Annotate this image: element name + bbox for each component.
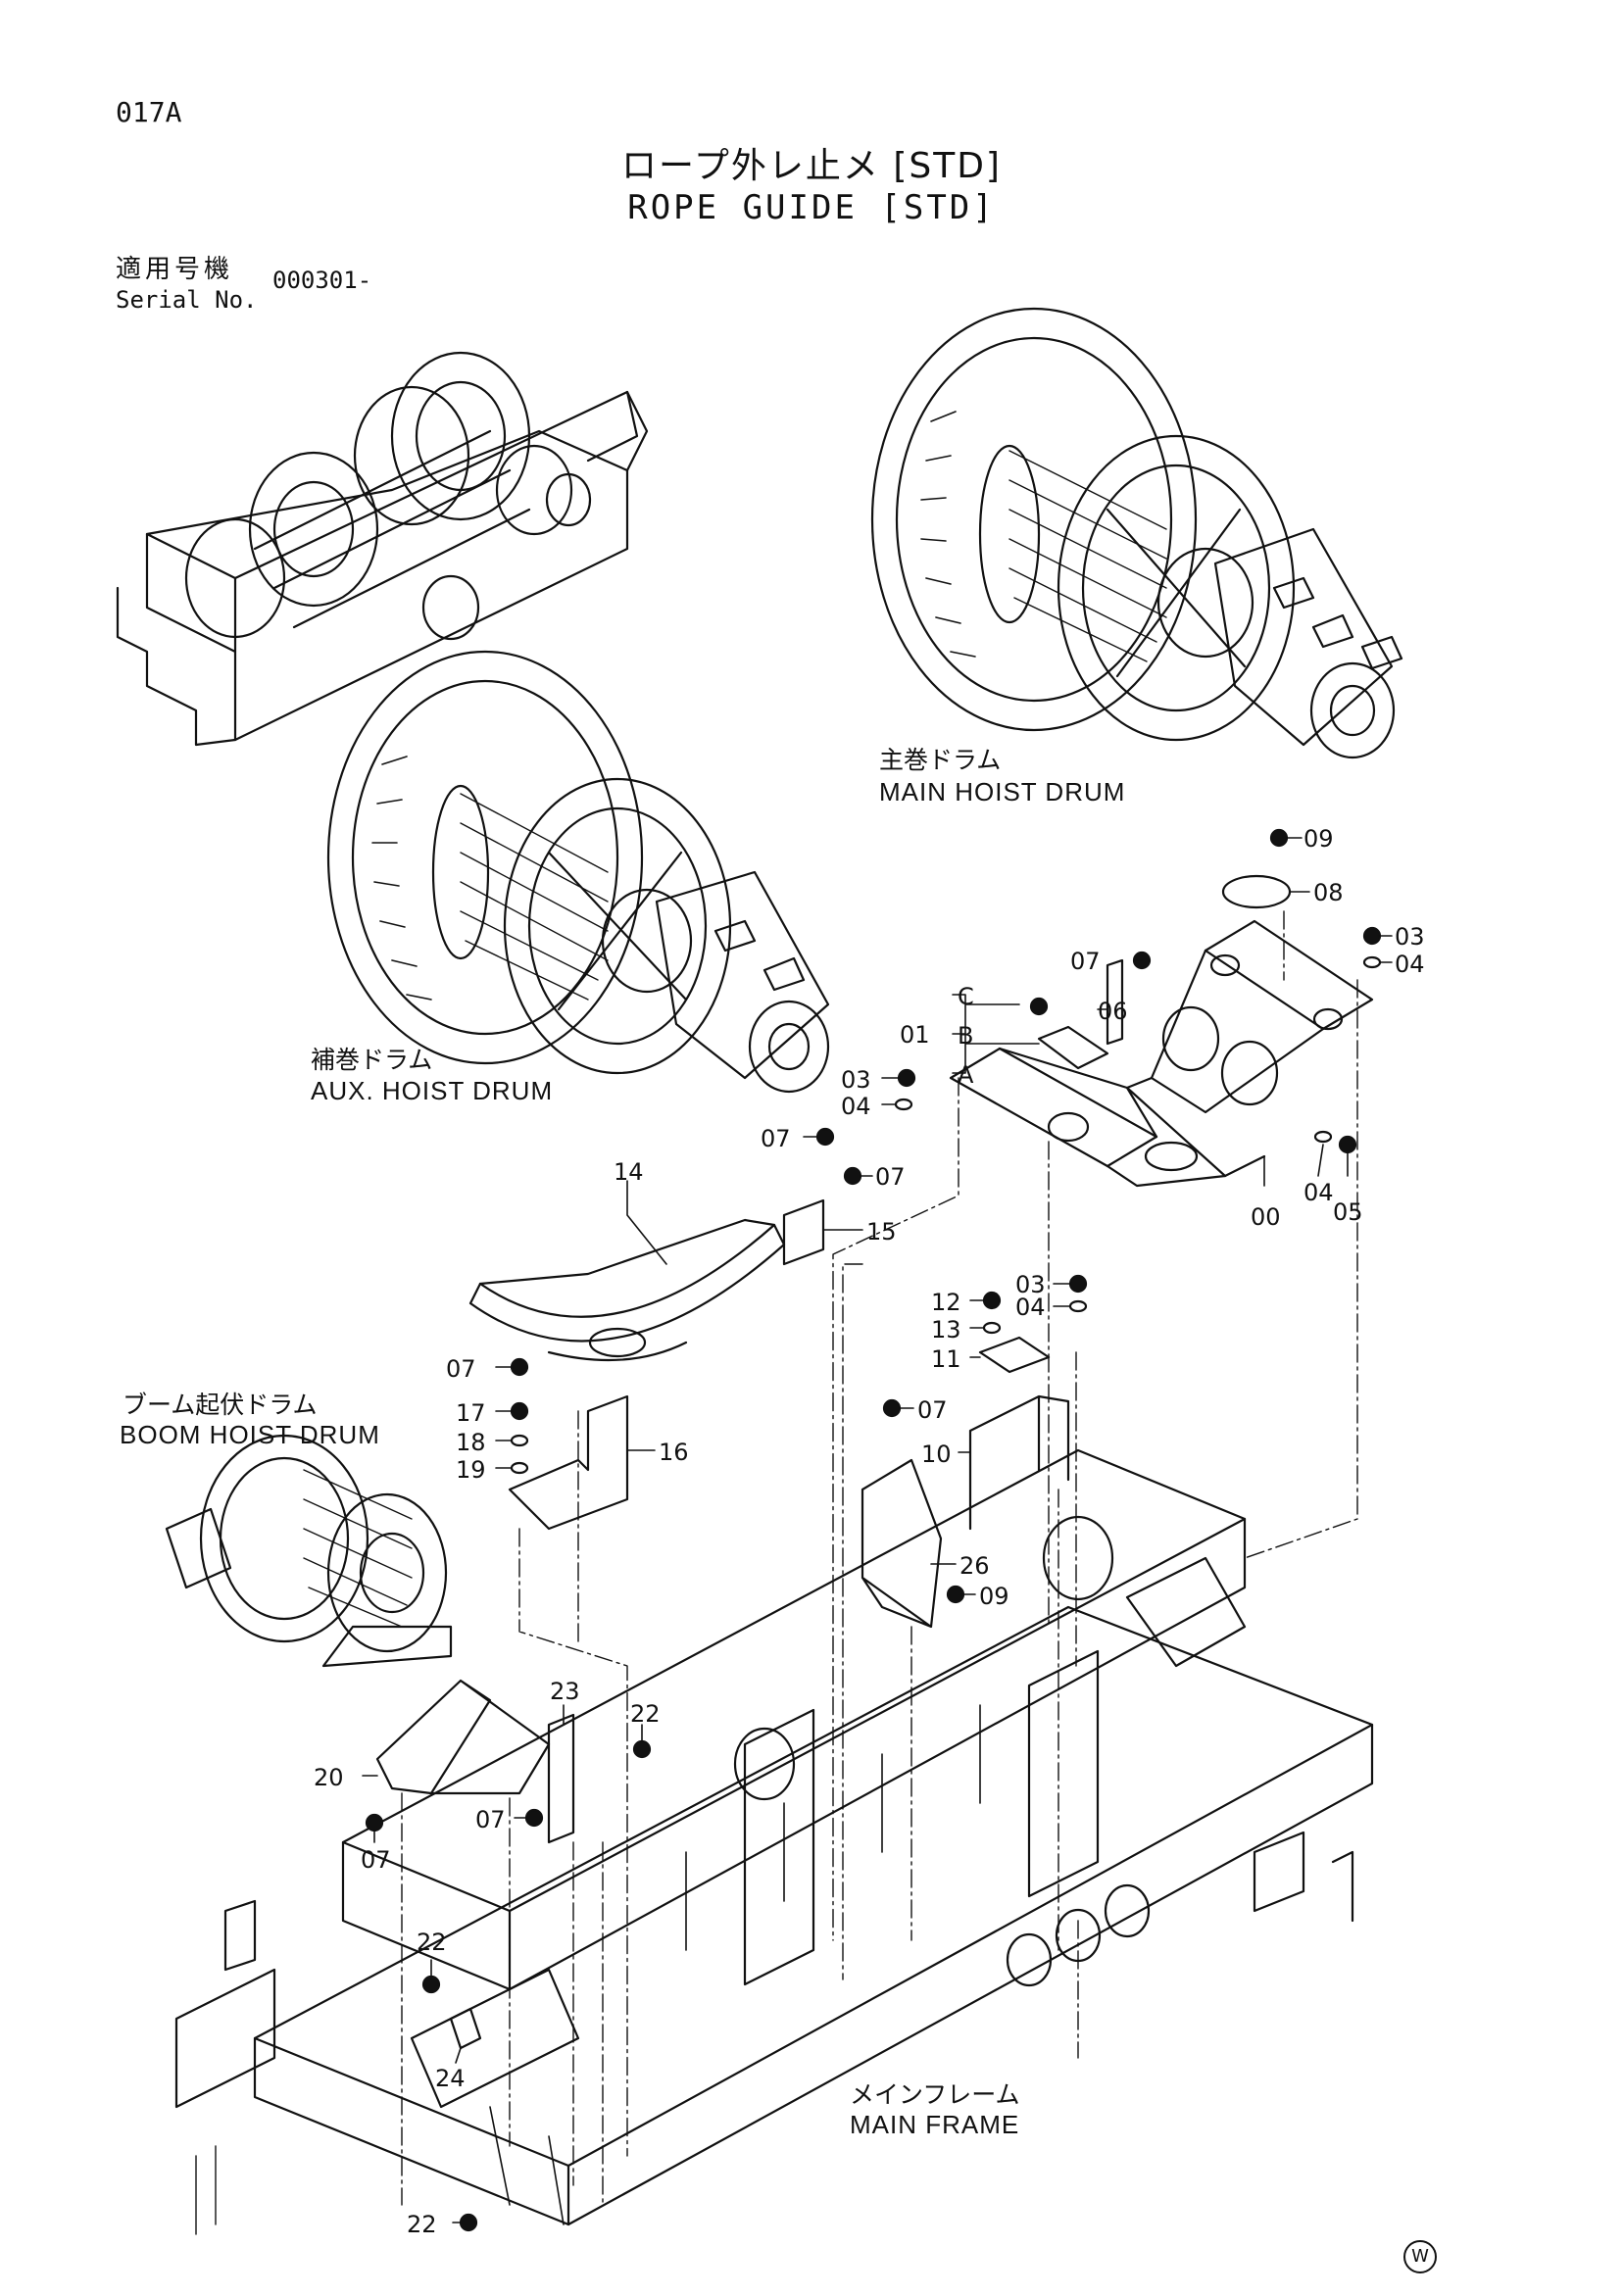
part-callout: A [958, 1061, 974, 1089]
alignment-lines [401, 910, 1358, 2206]
part-callout: 03 [1395, 923, 1425, 951]
part-callout: 04 [1395, 951, 1425, 978]
part-callout: 14 [614, 1158, 644, 1186]
aux-hoist-label-en: AUX. HOIST DRUM [311, 1076, 554, 1105]
part-callout: 06 [1098, 998, 1128, 1025]
watermark-badge: W [1403, 2240, 1437, 2273]
guide-20 [375, 1679, 551, 1795]
aux-hoist-label-jp: 補巻ドラム [311, 1046, 433, 1074]
part-callout: 15 [866, 1218, 897, 1246]
boom-hoist-label-en: BOOM HOIST DRUM [120, 1420, 380, 1449]
part-callout: 22 [407, 2211, 437, 2238]
part-callout: 22 [630, 1700, 661, 1728]
part-callout: 16 [659, 1439, 689, 1466]
main-hoist-label-en: MAIN HOIST DRUM [879, 777, 1126, 806]
serial-label-jp: 適用号機 [116, 255, 234, 284]
part-callout: 18 [456, 1429, 486, 1456]
part-callout: 22 [417, 1929, 447, 1956]
part-callout: 09 [1303, 825, 1334, 853]
part-callout: 03 [841, 1066, 871, 1094]
plate-11 [978, 1336, 1051, 1374]
part-callout: 07 [1070, 948, 1101, 975]
main-frame-label-jp: メインフレーム [850, 2080, 1020, 2109]
part-callout: 24 [435, 2065, 466, 2092]
part-callout: 10 [921, 1441, 952, 1468]
part-callout: 07 [875, 1163, 906, 1191]
serial-label-en: Serial No. [116, 286, 258, 314]
part-callout: 07 [361, 1846, 391, 1874]
part-callout: 08 [1313, 879, 1344, 906]
rod-10 [968, 1394, 1070, 1531]
overview-winch-assembly [116, 351, 649, 747]
serial-value: 000301- [272, 267, 372, 294]
part-callout: 00 [1251, 1203, 1281, 1231]
part-callout: 04 [841, 1093, 871, 1120]
bracket-06 [1106, 958, 1124, 1046]
boom-hoist-drum [165, 1434, 453, 1668]
main-frame [174, 1448, 1374, 2235]
part-callout: C [958, 983, 974, 1010]
part-callout: 04 [1015, 1294, 1046, 1321]
part-callout: 20 [314, 1764, 344, 1791]
bracket-16 [508, 1394, 629, 1531]
rope-guide-00 [949, 919, 1374, 1188]
part-callout: 07 [475, 1806, 506, 1833]
cover-plate-08 [1221, 874, 1292, 909]
page-title-jp: ロープ外レ止メ [STD] [621, 146, 1002, 186]
part-callout: 07 [446, 1355, 476, 1383]
bracket-24 [449, 2007, 482, 2050]
rope-guide-14 [468, 1218, 786, 1362]
bolt-icons [365, 828, 1382, 2232]
leader-lines [362, 837, 1393, 2223]
part-callout: 17 [456, 1399, 486, 1427]
page-code: 017A [116, 96, 182, 128]
part-callout: 05 [1333, 1198, 1363, 1226]
part-callout: 09 [979, 1583, 1009, 1610]
boom-hoist-label-jp: ブーム起伏ドラム [123, 1391, 318, 1419]
part-callout: 13 [931, 1316, 961, 1343]
bracket-15 [782, 1198, 825, 1266]
aux-hoist-drum [326, 650, 830, 1094]
part-callout: 07 [917, 1396, 948, 1424]
main-hoist-drum [870, 307, 1403, 759]
bracket-23 [547, 1713, 575, 1844]
part-callout: 07 [761, 1125, 791, 1152]
main-hoist-label-jp: 主巻ドラム [879, 746, 1002, 774]
part-callout: 11 [931, 1345, 961, 1373]
guide-26 [861, 1458, 943, 1629]
part-callout: B [958, 1022, 974, 1050]
part-callout: 03 [1015, 1271, 1046, 1298]
part-callout: 01 [900, 1021, 930, 1049]
plate-B [1037, 1025, 1109, 1070]
part-callout: 23 [550, 1678, 580, 1705]
part-callout: 26 [959, 1552, 990, 1580]
part-callout: 19 [456, 1456, 486, 1484]
part-callout: 04 [1303, 1179, 1334, 1206]
part-callout: 12 [931, 1289, 961, 1316]
main-frame-label-en: MAIN FRAME [850, 2110, 1020, 2139]
page-title-en: ROPE GUIDE [STD] [627, 188, 996, 227]
